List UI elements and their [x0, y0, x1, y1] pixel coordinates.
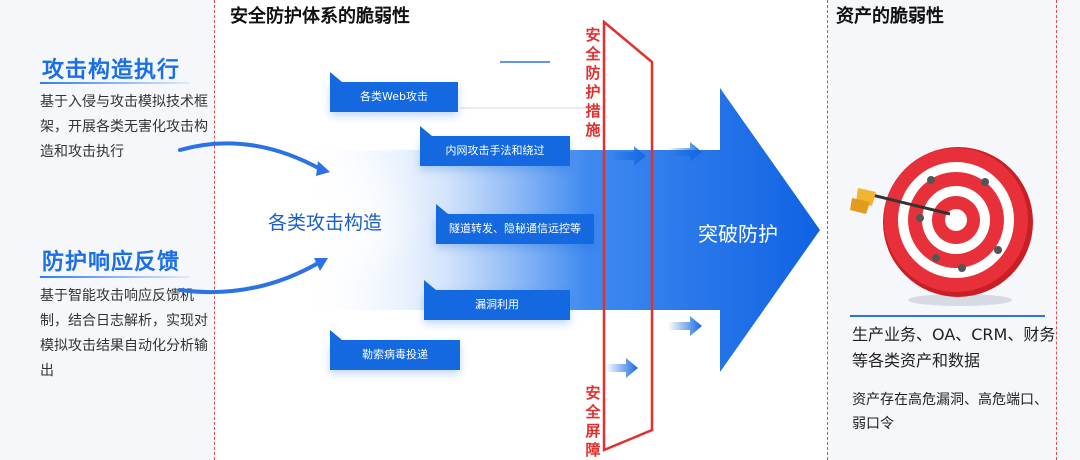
attack-type-tunnel: 隧道转发、隐秘通信远控等 [436, 204, 594, 244]
assets-vulnerability-note: 资产存在高危漏洞、高危端口、弱口令 [852, 392, 1048, 432]
attack-title-underline [40, 82, 190, 84]
attack-hub-label: 各类攻击构造 [268, 212, 383, 234]
attack-type-intranet: 内网攻击手法和绕过 [420, 126, 570, 166]
feedback-title-underline [40, 276, 190, 278]
breakthrough-label: 突破防护 [698, 222, 778, 246]
security-barrier-label: 安全屏障 [585, 384, 601, 459]
hub-glow [235, 152, 425, 292]
attack-type-web: 各类Web攻击 [330, 72, 458, 112]
right-divider [1056, 0, 1058, 460]
security-measures-label: 安全防护措施 [585, 26, 601, 139]
defense-feedback-title: 防护响应反馈 [42, 250, 181, 275]
target-icon [850, 147, 1033, 306]
attack-execution-desc: 基于入侵与攻击模拟技术框架，开展各类无害化攻击构造和攻击执行 [40, 94, 208, 160]
arrow-icon [606, 142, 702, 378]
security-barrier [602, 19, 654, 452]
right-panel [826, 0, 1080, 460]
assets-desc: 生产业务、OA、CRM、财务等各类资产和数据 [852, 325, 1056, 370]
defense-feedback-desc: 基于智能攻击响应反馈机制，结合日志解析，实现对模拟攻击结果自动化分析输出 [40, 288, 208, 379]
attack-type-exploit: 漏洞利用 [424, 280, 570, 320]
right-title: 资产的脆弱性 [836, 6, 944, 27]
attack-type-ransomware: 勒索病毒投递 [330, 330, 460, 370]
curved-arrow-icon [178, 141, 324, 172]
curved-arrow-icon [178, 260, 322, 295]
center-title: 安全防护体系的脆弱性 [230, 6, 410, 27]
left-panel: 攻击构造执行 基于入侵与攻击模拟技术框架，开展各类无害化攻击构造和攻击执行 防护… [0, 0, 214, 460]
attack-execution-title: 攻击构造执行 [42, 58, 181, 83]
